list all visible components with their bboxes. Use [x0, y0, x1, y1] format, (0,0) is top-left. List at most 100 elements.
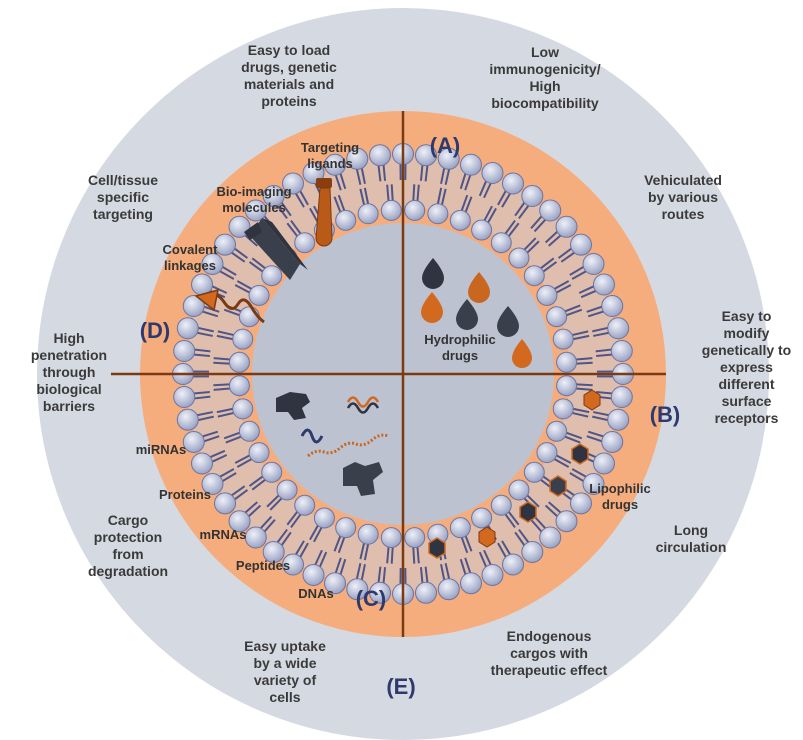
lipid-tail: [360, 165, 366, 184]
squiggle-icon: [300, 428, 324, 444]
lipid-head: [449, 209, 471, 231]
lipid-tail: [216, 334, 235, 341]
label-covalent-linkages: Covalent linkages: [162, 242, 218, 273]
lipid-tail: [416, 184, 420, 203]
lipid-head: [521, 540, 544, 563]
lipid-tail: [359, 188, 366, 207]
lipid-head: [369, 144, 392, 167]
lipid-head: [176, 317, 199, 340]
lipid-tail: [586, 435, 605, 443]
lipid-tail: [596, 390, 615, 395]
lipid-tail: [557, 246, 574, 259]
lipid-tail: [538, 257, 555, 271]
lipid-tail: [548, 501, 563, 515]
lipid-head: [357, 523, 379, 545]
lipid-tail: [569, 472, 586, 484]
lipid-tail: [464, 172, 472, 191]
lipid-head: [302, 563, 325, 586]
lipid-tail: [587, 430, 606, 439]
lipid-tail: [483, 180, 493, 199]
lipid-tail: [382, 567, 387, 586]
lipid-head: [414, 581, 437, 604]
lipid-head: [276, 479, 298, 501]
label-peptides: Peptides: [235, 558, 291, 573]
squiggle-icon: [346, 402, 380, 414]
lipid-tail: [440, 188, 447, 207]
lipid-tail: [580, 289, 599, 299]
lipid-tail: [530, 214, 544, 229]
lipid-tail: [571, 334, 590, 341]
lipid-head: [490, 494, 512, 516]
lipid-tail: [574, 387, 593, 391]
lipid-head: [555, 215, 578, 238]
lipid-head: [380, 527, 402, 549]
lipid-head: [335, 209, 357, 231]
lipid-tail: [232, 489, 249, 502]
lipid-tail: [554, 284, 572, 295]
lipid-head: [601, 295, 624, 318]
hexagon-icon: [428, 537, 446, 559]
lipid-tail: [293, 540, 305, 557]
lipid-tail: [286, 222, 300, 239]
lipid-tail: [229, 485, 246, 498]
lipid-tail: [478, 551, 488, 570]
lipophilic-drugs-group: [428, 389, 601, 559]
lipid-head: [582, 473, 605, 495]
lipid-tail: [541, 261, 558, 274]
lipid-head: [201, 473, 224, 495]
lipid-head: [313, 507, 335, 529]
lipid-head: [404, 199, 426, 221]
lipid-tail: [587, 309, 606, 318]
lipid-tail: [506, 222, 520, 239]
lipid-tail: [503, 512, 516, 529]
lipid-tail: [592, 415, 611, 422]
lipid-head: [481, 162, 504, 185]
lipid-tail: [436, 187, 443, 206]
lipid-tail: [386, 184, 390, 203]
lipid-tail: [390, 545, 394, 564]
lipid-tail: [596, 353, 615, 358]
lipid-tail: [592, 326, 611, 333]
lipid-tail: [386, 545, 390, 564]
lipid-tail: [514, 200, 527, 217]
hydrophilic-drugs-group: [421, 258, 532, 368]
lipid-tail: [318, 551, 328, 570]
lipid-tail: [478, 178, 488, 197]
lipid-tail: [243, 233, 258, 247]
lipid-head: [471, 507, 493, 529]
lipid-head: [238, 420, 260, 442]
lipid-head: [502, 172, 524, 195]
lipid-head: [459, 572, 482, 595]
lipid-tail: [544, 229, 560, 244]
lipid-tail: [464, 534, 473, 552]
lipid-tail: [497, 188, 508, 206]
lipid-head: [502, 553, 524, 576]
droplet-icon: [512, 339, 532, 368]
lipid-tail: [246, 504, 262, 519]
lipid-tail: [497, 542, 508, 560]
lipid-tail: [355, 166, 362, 185]
lipid-head: [182, 295, 205, 318]
lipid-tail: [275, 203, 288, 220]
lipid-tail: [552, 280, 570, 291]
lipid-tail: [578, 284, 597, 294]
lipid-tail: [213, 383, 232, 387]
lipid-tail: [248, 474, 265, 487]
lipid-head: [592, 273, 615, 296]
lipid-tail: [262, 519, 276, 534]
lipid-head: [201, 253, 224, 275]
quadrant-label-e: (E): [386, 674, 416, 699]
lipid-tail: [482, 205, 493, 223]
droplet-icon: [497, 306, 519, 337]
lipid-tail: [563, 435, 581, 444]
lipid-tail: [200, 430, 219, 439]
lipid-tail: [424, 566, 429, 585]
property-cell-targeting: Cell/tissue specific targeting: [87, 172, 159, 222]
lipid-head: [232, 398, 254, 420]
lipid-tail: [440, 165, 446, 184]
lipid-head: [481, 563, 504, 586]
lipid-head: [261, 265, 283, 287]
lipid-tail: [525, 493, 540, 508]
lipid-head: [556, 375, 578, 397]
lipid-head: [582, 253, 605, 275]
